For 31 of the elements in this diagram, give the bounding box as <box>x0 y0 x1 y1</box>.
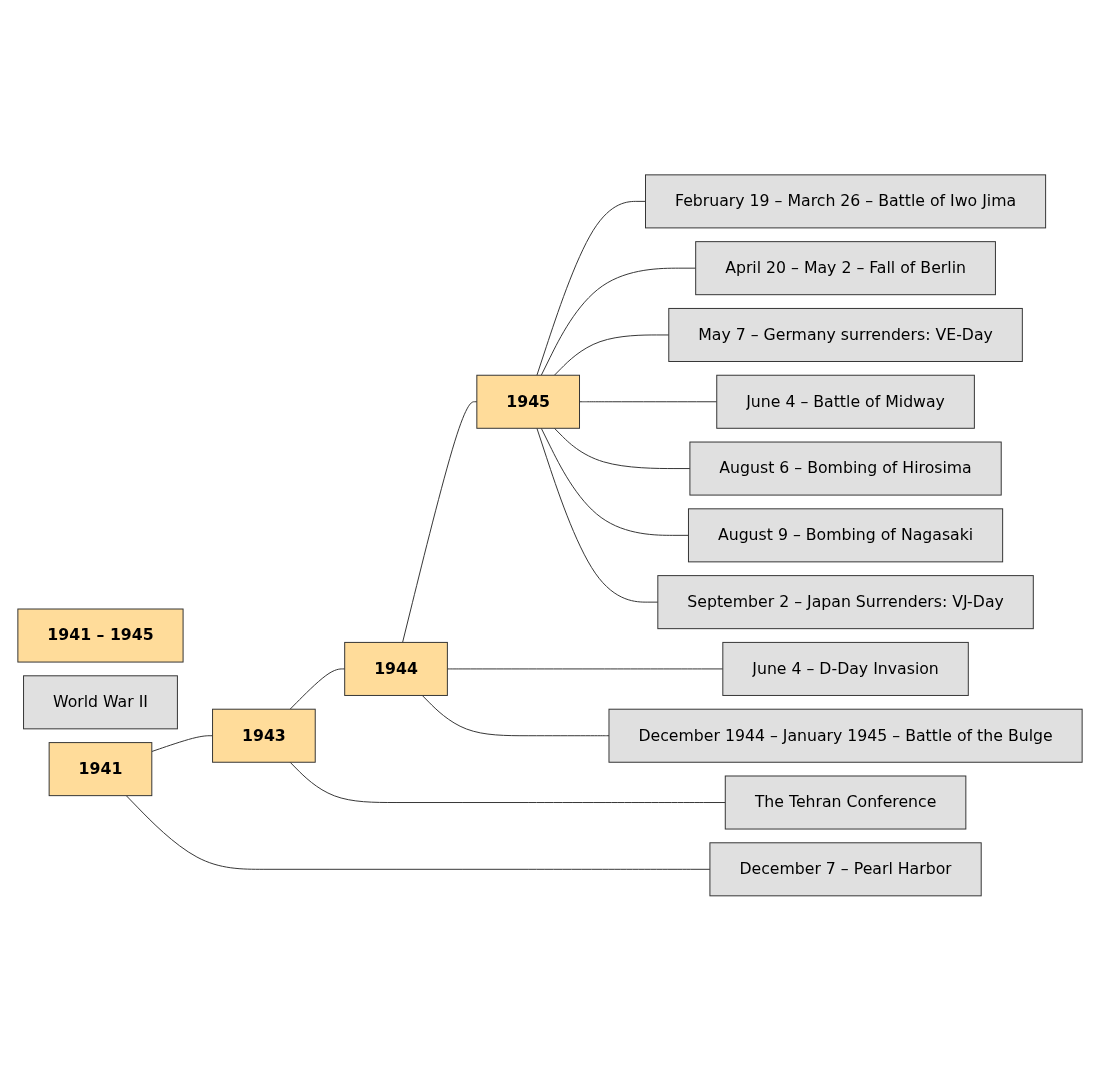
node-box: May 7 – Germany surrenders: VE-Day <box>668 307 1023 362</box>
node-box: 1945 <box>476 374 580 429</box>
node-box: February 19 – March 26 – Battle of Iwo Jima <box>645 174 1047 229</box>
connector <box>402 400 478 643</box>
node-box: August 9 – Bombing of Nagasaki <box>688 508 1004 562</box>
connector <box>125 794 711 870</box>
connector <box>553 427 691 469</box>
connector <box>540 267 697 376</box>
connector <box>536 200 646 376</box>
node-box: December 7 – Pearl Harbor <box>709 841 982 896</box>
node-box: The Tehran Conference <box>724 775 967 830</box>
node-box: August 6 – Bombing of Hirosima <box>689 441 1002 496</box>
node-box: 1941 – 1945 <box>17 608 184 663</box>
connector <box>446 668 724 670</box>
node-box: September 2 – Japan Surrenders: VJ-Day <box>657 574 1034 629</box>
node-box: December 1944 – January 1945 – Battle of the Bulge <box>608 708 1083 763</box>
node-box: World War II <box>23 674 178 729</box>
connector <box>553 334 670 376</box>
connector <box>421 694 610 736</box>
node-box: 1941 <box>48 741 153 796</box>
connector <box>289 668 346 710</box>
connector <box>536 427 659 603</box>
connector <box>579 400 718 402</box>
node-box: June 4 – Battle of Midway <box>716 374 975 429</box>
node-box: 1943 <box>212 708 316 763</box>
connector <box>289 761 726 803</box>
connector <box>151 734 214 752</box>
node-box: April 20 – May 2 – Fall of Berlin <box>695 240 996 295</box>
connector <box>540 427 689 536</box>
node-box: 1944 <box>344 641 448 696</box>
node-box: June 4 – D-Day Invasion <box>722 641 969 696</box>
